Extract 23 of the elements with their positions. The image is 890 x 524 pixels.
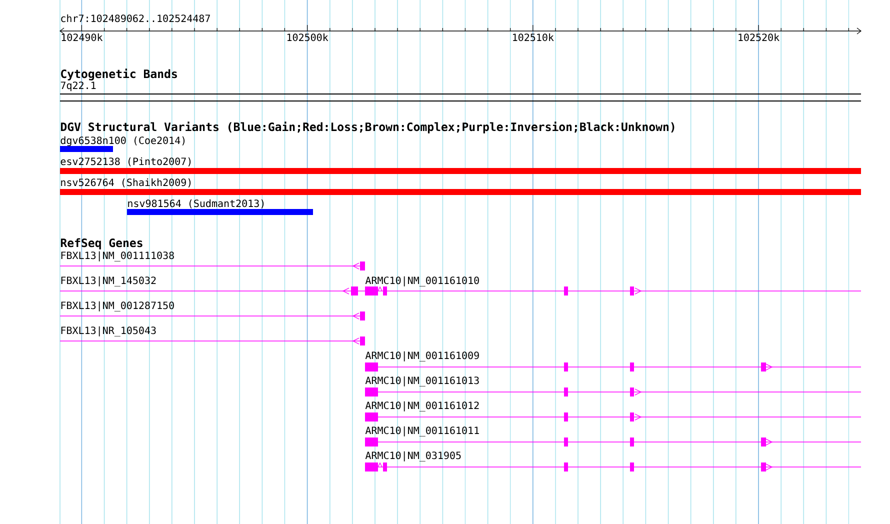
gene-label: ARMC10|NM_001161011 — [365, 426, 479, 436]
track-title: Cytogenetic Bands — [61, 68, 177, 80]
gene-label: ARMC10|NM_031905 — [365, 451, 461, 462]
variant-label: nsv526764 (Shaikh2009) — [61, 178, 191, 188]
variant-label: esv2752138 (Pinto2007) — [60, 157, 191, 166]
tick-label: 102520k — [738, 33, 780, 42]
tick-label: 102500k — [287, 33, 328, 42]
variant-label: nsv981564 (Sudmant2013) — [128, 199, 264, 208]
gene-label: ARMC10|NM_001161009 — [365, 351, 479, 362]
gene-label: FBXL13|NM_145032 — [61, 276, 156, 286]
gene-label: ARMC10|NM_001161013 — [365, 376, 479, 386]
gene-label: FBXL13|NM_001111038 — [61, 251, 174, 262]
track-title: RefSeq Genes — [60, 238, 142, 250]
band-label: 7q22.1 — [60, 82, 96, 92]
tick-label: 102490k — [62, 33, 103, 42]
gene-label: ARMC10|NM_001161012 — [365, 401, 479, 412]
tick-label: 102510k — [513, 33, 554, 42]
gene-label: FBXL13|NR_105043 — [61, 326, 156, 336]
locus-label: chr7:102489062..102524487 — [61, 14, 210, 22]
gene-label: FBXL13|NM_001287150 — [61, 301, 174, 312]
gene-label: ARMC10|NM_001161010 — [365, 276, 479, 286]
variant-label: dgv6538n100 (Coe2014) — [60, 136, 185, 146]
track-title: DGV Structural Variants (Blue:Gain;Red:Loss;Brown:Complex;Purple:Inversion;Black:Unknown) — [60, 122, 674, 134]
